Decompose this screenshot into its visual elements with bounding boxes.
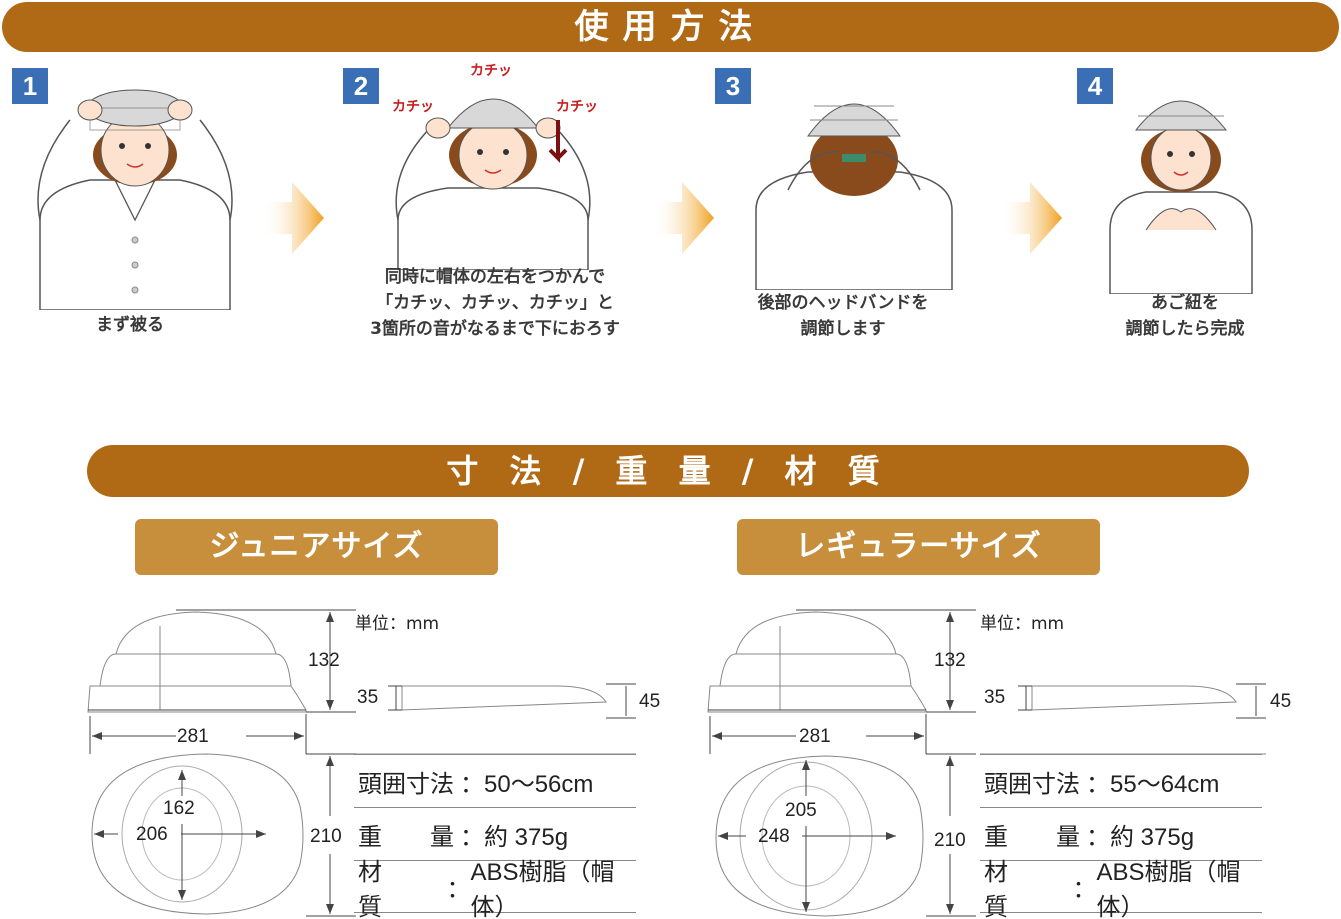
regular-length-dim: 281 bbox=[799, 726, 831, 747]
step-1-illustration bbox=[37, 89, 233, 310]
click-sound-left: カチッ bbox=[392, 99, 434, 115]
step-3-illustration bbox=[755, 103, 953, 290]
junior-unit: 単位：mm bbox=[355, 614, 440, 634]
spec-key: 頭囲寸法 bbox=[358, 769, 454, 798]
spec-value: 約 375g bbox=[1110, 823, 1195, 851]
spec-key: 頭囲寸法 bbox=[984, 769, 1080, 798]
spec-value: 55〜64cm bbox=[1110, 770, 1220, 798]
step-1-badge: 1 bbox=[12, 68, 48, 104]
step-4-badge: 4 bbox=[1077, 68, 1113, 104]
junior-size-label: ジュニアサイズ bbox=[135, 519, 498, 575]
regular-spec-row: 材 質：ABS樹脂（帽体） bbox=[980, 858, 1262, 919]
usage-banner: 使用方法 bbox=[2, 2, 1339, 52]
spec-key: 重 量 bbox=[358, 822, 454, 851]
spec-key: 材 質 bbox=[358, 857, 430, 919]
regular-fold-brim-dim: 45 bbox=[1270, 691, 1292, 712]
junior-helmet-diagram bbox=[87, 609, 636, 917]
junior-spec-table: 頭囲寸法：50〜56cm 重 量：約 375g 材 質：ABS樹脂（帽体） bbox=[354, 754, 636, 919]
step-arrow-3-icon bbox=[1000, 182, 1062, 254]
regular-size-label: レギュラーサイズ bbox=[737, 519, 1100, 575]
spec-value: ABS樹脂（帽体） bbox=[1096, 858, 1241, 919]
click-sound-right: カチッ bbox=[556, 99, 598, 115]
step-1-caption: まず被る bbox=[96, 315, 164, 335]
spec-key: 材 質 bbox=[984, 857, 1056, 919]
regular-spec-row: 頭囲寸法：55〜64cm bbox=[980, 754, 1262, 807]
spec-value: ABS樹脂（帽体） bbox=[470, 858, 615, 919]
junior-inner-length-dim: 162 bbox=[163, 798, 195, 819]
step-2-badge: 2 bbox=[343, 68, 379, 104]
spec-value: 約 375g bbox=[484, 823, 569, 851]
regular-depth-dim: 210 bbox=[934, 830, 966, 851]
specs-banner: 寸 法 / 重 量 / 材 質 bbox=[87, 445, 1249, 497]
regular-helmet-diagram bbox=[707, 609, 1266, 917]
regular-height-dim: 132 bbox=[934, 650, 966, 671]
junior-depth-dim: 210 bbox=[310, 826, 342, 847]
step-2-illustration bbox=[395, 98, 591, 270]
step-4-caption: あご紐を 調節したら完成 bbox=[1125, 293, 1245, 339]
regular-unit: 単位：mm bbox=[980, 614, 1065, 634]
step-3-badge: 3 bbox=[715, 68, 751, 104]
spec-key: 重 量 bbox=[984, 822, 1080, 851]
step-4-illustration bbox=[1109, 100, 1253, 294]
regular-inner-length-dim: 205 bbox=[785, 800, 817, 821]
step-2-caption: 同時に帽体の左右をつかんで 「カチッ、カチッ、カチッ」と 3箇所の音がなるまで下… bbox=[370, 267, 620, 339]
step-arrow-2-icon bbox=[652, 182, 714, 254]
junior-length-dim: 281 bbox=[177, 726, 209, 747]
step-3-caption: 後部のヘッドバンドを 調節します bbox=[757, 293, 929, 339]
step-arrow-1-icon bbox=[262, 182, 324, 254]
spec-value: 50〜56cm bbox=[484, 770, 594, 798]
junior-spec-row: 頭囲寸法：50〜56cm bbox=[354, 754, 636, 807]
junior-spec-row: 重 量：約 375g bbox=[354, 807, 636, 860]
junior-fold-dim: 35 bbox=[357, 687, 379, 708]
regular-fold-dim: 35 bbox=[984, 687, 1006, 708]
regular-spec-row: 重 量：約 375g bbox=[980, 807, 1262, 860]
junior-height-dim: 132 bbox=[308, 650, 340, 671]
junior-inner-width-dim: 206 bbox=[136, 824, 168, 845]
click-sound-top: カチッ bbox=[470, 63, 512, 79]
junior-fold-brim-dim: 45 bbox=[639, 691, 661, 712]
junior-spec-row: 材 質：ABS樹脂（帽体） bbox=[354, 858, 636, 919]
regular-spec-table: 頭囲寸法：55〜64cm 重 量：約 375g 材 質：ABS樹脂（帽体） bbox=[980, 754, 1262, 919]
regular-inner-width-dim: 248 bbox=[758, 826, 790, 847]
